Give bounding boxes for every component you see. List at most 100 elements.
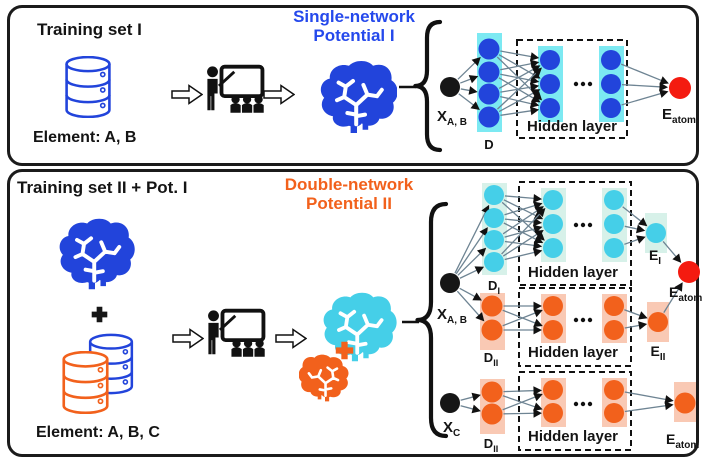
edge <box>457 251 482 276</box>
diagram-label: Hidden layer <box>527 118 617 135</box>
arrowhead <box>636 235 646 244</box>
node <box>543 380 563 400</box>
node <box>601 74 621 94</box>
potential-title-line1: Single-network <box>293 7 415 26</box>
arrowhead <box>674 282 683 292</box>
arrowhead <box>638 311 648 320</box>
node <box>484 185 504 205</box>
arrowhead <box>533 241 543 250</box>
arrowhead <box>533 193 543 203</box>
arrowhead <box>471 392 481 402</box>
arrowhead <box>536 207 546 218</box>
arrowhead <box>530 52 540 61</box>
ellipsis-dot <box>587 317 593 323</box>
arrowhead <box>533 325 542 335</box>
node <box>543 238 563 258</box>
node <box>543 190 563 210</box>
edge <box>624 391 668 401</box>
edge <box>454 210 487 274</box>
double-network-potential-title: Double-network Potential II <box>279 175 419 213</box>
node <box>604 380 624 400</box>
arrowhead <box>664 395 674 404</box>
curly-brace <box>415 201 449 439</box>
ellipsis-dot <box>580 81 586 87</box>
diagram-label: DII <box>484 350 498 368</box>
edge <box>500 50 533 58</box>
edge <box>662 240 678 259</box>
edge <box>457 61 477 80</box>
edge <box>500 86 533 93</box>
arrowhead <box>532 67 542 77</box>
potential-title-line2: Potential I <box>313 26 395 45</box>
edge <box>624 225 640 230</box>
node <box>669 77 691 99</box>
arrowhead <box>638 321 648 330</box>
node <box>543 403 563 423</box>
arrowhead <box>475 312 485 322</box>
edge <box>621 83 662 88</box>
ellipsis-dot <box>580 401 586 407</box>
arrowhead <box>471 57 481 67</box>
curly-brace <box>413 19 443 153</box>
arrowhead <box>533 301 542 311</box>
edge <box>496 56 538 97</box>
node <box>543 214 563 234</box>
ellipsis-dot <box>573 401 579 407</box>
diagram-label: EII <box>651 343 666 363</box>
arrowhead <box>659 76 669 85</box>
arrowhead <box>533 309 543 318</box>
diagram-label: DII <box>484 436 498 454</box>
edge <box>455 232 485 275</box>
edge <box>503 199 538 217</box>
ellipsis-dot <box>573 222 579 228</box>
arrowhead <box>479 227 488 237</box>
arrowhead <box>468 86 478 95</box>
arrowhead <box>533 393 543 402</box>
edge <box>504 251 537 261</box>
node <box>601 50 621 70</box>
edge <box>502 232 539 257</box>
diagram-label: DI <box>488 278 500 296</box>
node <box>440 393 460 413</box>
arrowhead <box>530 70 541 79</box>
hidden-layer-box <box>518 181 632 286</box>
node <box>484 230 504 250</box>
arrowhead <box>530 106 540 116</box>
edge <box>500 62 533 71</box>
ellipsis-dot <box>580 317 586 323</box>
node <box>440 77 460 97</box>
edge <box>502 395 537 411</box>
arrowhead <box>530 82 540 92</box>
bottom-element-label: Element: A, B, C <box>36 424 160 441</box>
edge <box>501 201 541 237</box>
node <box>674 392 696 414</box>
diagram-label: Hidden layer <box>528 264 618 281</box>
edge <box>624 309 642 317</box>
arrowhead <box>468 75 479 84</box>
edge <box>502 209 539 235</box>
node <box>648 312 668 332</box>
edge <box>498 67 536 89</box>
edge <box>624 324 641 329</box>
edge <box>504 204 537 216</box>
hidden-layer-box <box>516 39 628 139</box>
diagram-label: Eatom <box>669 284 702 304</box>
node <box>484 252 504 272</box>
arrowhead <box>659 82 669 92</box>
ellipsis-dot <box>573 81 579 87</box>
edge <box>501 212 542 255</box>
node <box>540 50 560 70</box>
node <box>478 38 500 60</box>
node <box>543 320 563 340</box>
arrowhead <box>636 224 646 234</box>
node <box>604 296 624 316</box>
node <box>481 381 503 403</box>
diagram-label: EI <box>649 247 661 267</box>
arrowhead <box>470 101 480 110</box>
arrowhead <box>530 89 541 98</box>
